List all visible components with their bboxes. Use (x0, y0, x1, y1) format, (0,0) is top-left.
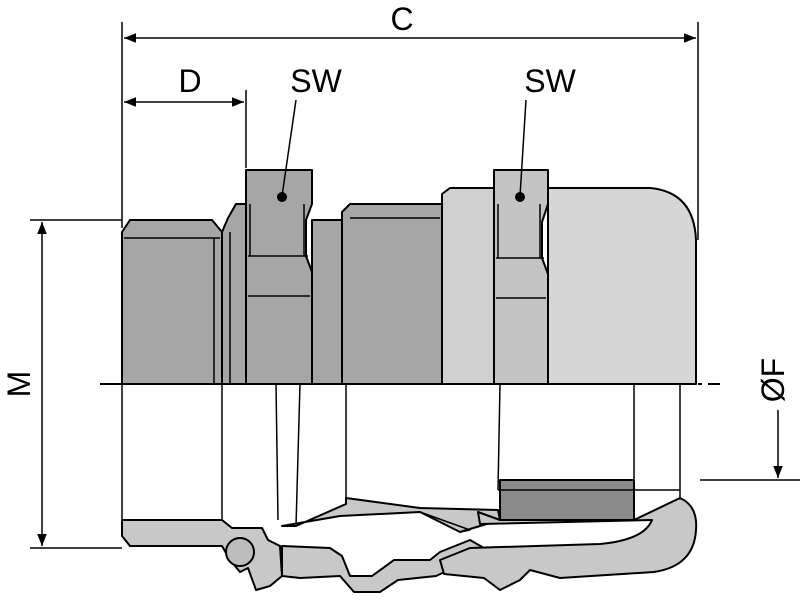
hex-nut-right-face (493, 169, 549, 385)
thread-wall-section (121, 519, 283, 591)
dim-d-label: D (178, 63, 201, 99)
body-wall-section (281, 497, 501, 533)
body-collar (341, 203, 443, 385)
thread-section (121, 219, 223, 385)
hex-nut-right (441, 187, 495, 385)
sw-right-leader (519, 99, 527, 197)
sw-right-dot (515, 192, 525, 202)
dim-c-label: C (390, 1, 413, 37)
hex-edge (497, 204, 541, 258)
dimension-lines (30, 22, 800, 549)
hex-edge (249, 204, 305, 256)
gland-exterior-view (121, 99, 697, 385)
hex-nut-left (245, 169, 313, 385)
seal-insert (499, 479, 635, 521)
dim-f-label: ØF (755, 358, 791, 402)
middle-body (311, 219, 343, 385)
section-lines (121, 383, 681, 527)
section-detail (419, 511, 471, 533)
sw-left-dot (277, 192, 287, 202)
sw-right-label: SW (524, 63, 576, 99)
cap-wall-section (439, 497, 698, 591)
gland-cross-section (121, 383, 698, 593)
dome-cap (547, 187, 697, 385)
sw-left-leader (281, 99, 297, 197)
o-ring (225, 537, 255, 567)
sw-left-label: SW (290, 63, 342, 99)
neck-section (221, 203, 247, 385)
dim-m-label: M (1, 371, 37, 398)
